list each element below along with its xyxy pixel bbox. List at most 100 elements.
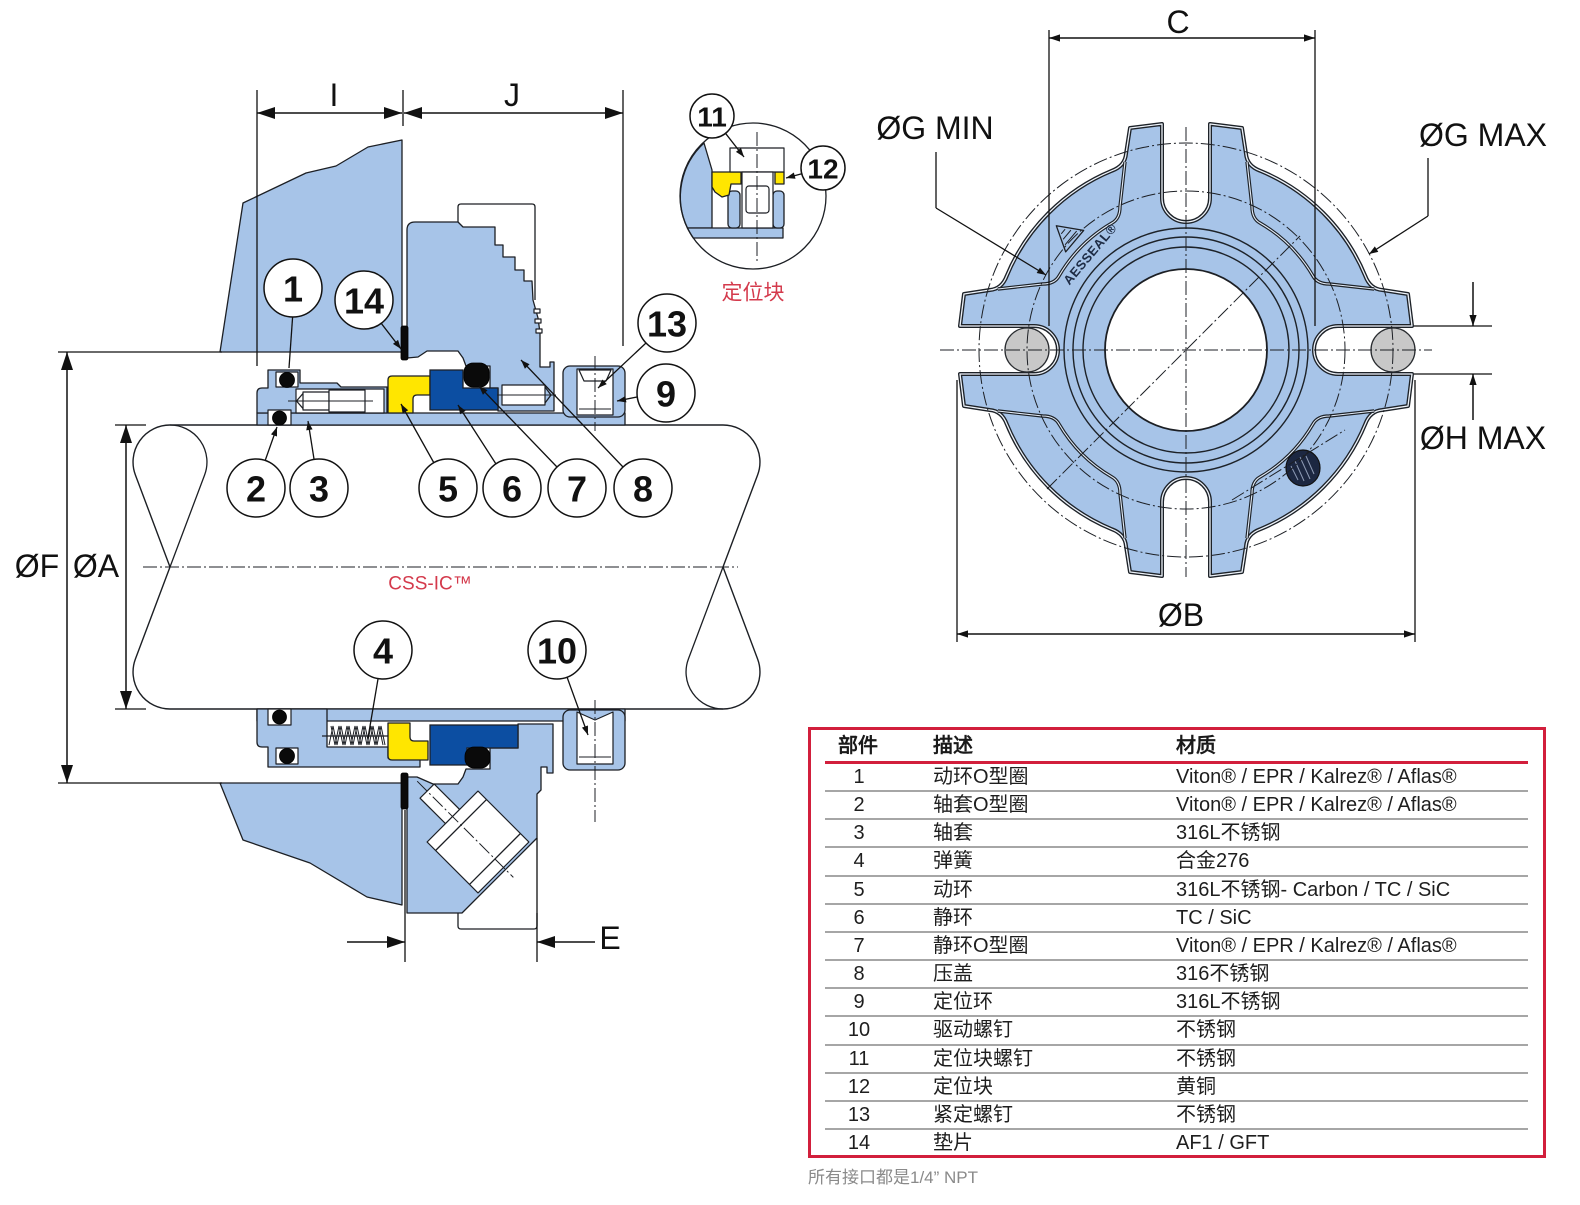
- table-row: 10 驱动螺钉 不锈钢: [811, 1016, 1543, 1046]
- callout-8: 8: [613, 458, 673, 518]
- callout-number: 9: [656, 374, 676, 415]
- callout-10: 10: [527, 620, 587, 680]
- table-row: 6 静环 TC / SiC: [811, 904, 1543, 934]
- part-number: 2: [853, 794, 865, 817]
- logo-stripe: [1060, 228, 1066, 235]
- flush-port-fitting: [416, 780, 530, 894]
- callout-circle: [353, 620, 413, 680]
- callout-number: 10: [537, 631, 577, 672]
- arrowhead: [120, 425, 132, 443]
- callout-circle: [636, 363, 696, 423]
- table-body: 1 动环O型圈 Viton® / EPR / Kalrez® / Aflas® …: [811, 763, 1543, 1157]
- dim-g-max-label: ØG MAX: [1419, 117, 1547, 153]
- callout-circle: [527, 620, 587, 680]
- part-description: 定位块: [933, 1075, 993, 1098]
- dim-j-label: J: [504, 77, 520, 113]
- part-description: 紧定螺钉: [933, 1103, 1013, 1126]
- seal-lower-section: [256, 708, 626, 930]
- logo-stripe: [1062, 229, 1072, 240]
- part-description: 动环: [933, 878, 973, 901]
- arrowhead: [404, 107, 422, 119]
- stuffing-box-lower: [219, 782, 403, 906]
- gasket-upper: [400, 325, 409, 361]
- callout-12: 12: [800, 145, 846, 191]
- stationary-o-ring-lower: [464, 746, 491, 769]
- table-row: 1 动环O型圈 Viton® / EPR / Kalrez® / Aflas®: [811, 763, 1543, 793]
- locating-block-detail: 11 12 定位块: [679, 93, 846, 305]
- part-material: 316L不锈钢: [1176, 822, 1281, 845]
- part-description: 动环O型圈: [933, 766, 1029, 788]
- arrowhead: [257, 107, 275, 119]
- dim-f-label: ØF: [15, 548, 59, 584]
- part-material: 不锈钢: [1176, 1019, 1236, 1042]
- part-material: Viton® / EPR / Kalrez® / Aflas®: [1176, 766, 1457, 788]
- dim-g-min-leader: [935, 207, 1047, 276]
- dim-b-label: ØB: [1158, 597, 1204, 633]
- dim-e-label: E: [599, 920, 620, 956]
- part-description: 定位环: [933, 991, 993, 1014]
- port-thread-line: [1305, 455, 1315, 475]
- callout-5: 5: [418, 458, 478, 518]
- locating-block: [711, 171, 742, 198]
- arrowhead: [1469, 374, 1477, 385]
- header-rule: [825, 761, 1528, 764]
- part-description: 静环: [933, 906, 973, 929]
- arrowhead: [605, 107, 623, 119]
- spring: [322, 725, 393, 746]
- callout-circle: [226, 458, 286, 518]
- callout-number: 1: [283, 269, 303, 310]
- leader-6: [457, 404, 497, 465]
- logo-triangle-icon: [1055, 225, 1085, 253]
- table-row: 8 压盖 316不锈钢: [811, 960, 1543, 990]
- sleeve-o-ring-upper: [272, 410, 287, 426]
- table-row: 5 动环 316L不锈钢- Carbon / TC / SiC: [811, 876, 1543, 905]
- arrowhead: [581, 725, 588, 735]
- detail-collar-right: [772, 190, 785, 229]
- arrowhead: [479, 386, 488, 395]
- table-row: 7 静环O型圈 Viton® / EPR / Kalrez® / Aflas®: [811, 932, 1543, 962]
- part-material: 不锈钢: [1176, 1103, 1236, 1126]
- callout-3: 3: [289, 458, 349, 518]
- part-number: 8: [853, 963, 865, 986]
- callout-number: 11: [697, 102, 727, 133]
- arrowhead: [61, 352, 73, 370]
- callout-14: 14: [334, 270, 394, 330]
- stationary-o-ring-upper: [463, 362, 490, 388]
- port-thread-line: [1299, 456, 1311, 480]
- rotary-o-ring-upper: [279, 372, 295, 388]
- part-material: 黄铜: [1176, 1075, 1216, 1098]
- part-description: 压盖: [933, 963, 973, 986]
- callout-2: 2: [226, 458, 286, 518]
- callout-9: 9: [636, 363, 696, 423]
- arrowhead: [120, 691, 132, 709]
- detail-sleeve-section: [686, 227, 784, 239]
- shaft-break-line-right: [685, 566, 724, 710]
- part-number: 10: [847, 1019, 871, 1042]
- arrowhead: [458, 405, 466, 415]
- arrowhead: [1304, 34, 1315, 42]
- leader-13: [597, 342, 647, 389]
- dim-h-max-label: ØH MAX: [1420, 420, 1546, 456]
- part-number: 12: [847, 1075, 871, 1098]
- callout-circle: [613, 458, 673, 518]
- header-part: 部件: [838, 735, 878, 757]
- part-description: 弹簧: [933, 850, 973, 873]
- part-number: 11: [848, 1047, 870, 1070]
- part-material: 316L不锈钢: [1176, 991, 1281, 1014]
- sleeve-upper: [256, 412, 626, 426]
- part-description: 驱动螺钉: [933, 1019, 1013, 1042]
- part-material: 316不锈钢: [1176, 963, 1270, 986]
- part-number: 6: [853, 906, 865, 929]
- table-row: 3 轴套 316L不锈钢: [811, 819, 1543, 849]
- stationary-face-upper: [429, 369, 499, 411]
- part-number: 7: [853, 934, 865, 957]
- part-number: 3: [853, 822, 865, 845]
- dim-i-label: I: [330, 77, 339, 113]
- section-view: I J ØF ØA E CSS-IC™: [15, 77, 761, 962]
- arrowhead: [957, 630, 968, 638]
- callout-circle: [263, 258, 323, 318]
- gland-edge-highlight: [959, 123, 1413, 577]
- part-description: 定位块螺钉: [933, 1047, 1033, 1070]
- footnote: 所有接口都是1/4” NPT: [808, 1168, 979, 1187]
